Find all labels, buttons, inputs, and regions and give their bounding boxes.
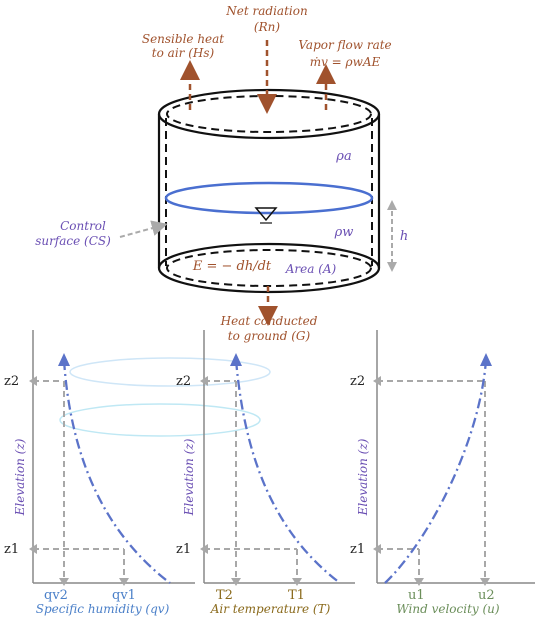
plot2-z1-tick: z1 (176, 542, 192, 557)
vapor-flow-label: Vapor flow rate (298, 38, 392, 52)
cs-pointer-arrow (119, 220, 168, 238)
area-label: Area (A) (285, 262, 337, 276)
rho-a-label: ρa (336, 149, 352, 164)
plot1-x-tick-right: qv1 (112, 588, 136, 603)
cylinder-top-outer (157, 88, 381, 140)
plot-air-temperature (200, 330, 355, 586)
faint-ellipse-1 (69, 357, 271, 387)
plot1-x-axis-label: Specific humidity (qv) (35, 602, 170, 616)
plot3-y-axis-label: Elevation (z) (356, 438, 370, 516)
plot1-y-axis-label: Elevation (z) (13, 438, 27, 516)
water-surface (164, 181, 374, 215)
plot3-x-tick-left: u1 (408, 588, 425, 603)
vapor-flow-equation: ṁv = ρwAE (309, 55, 381, 69)
sensible-heat-label-1: Sensible heat (141, 32, 225, 46)
plot3-x-axis-label: Wind velocity (u) (396, 602, 500, 616)
plot1-z2-tick: z2 (4, 374, 20, 389)
faint-ellipse-2 (59, 403, 261, 437)
plot2-y-axis-label: Elevation (z) (182, 438, 196, 516)
net-radiation-symbol: (Rn) (253, 20, 281, 34)
plot3-z1-tick: z1 (350, 542, 366, 557)
plot-specific-humidity (29, 330, 195, 586)
plot3-z2-tick: z2 (350, 374, 366, 389)
plot2-x-tick-right: T1 (288, 588, 305, 603)
h-label: h (399, 229, 409, 244)
plot3-x-tick-right: u2 (478, 588, 495, 603)
evaporation-equation: E = − dh/dt (192, 259, 272, 274)
net-radiation-label: Net radiation (226, 4, 308, 18)
ground-heat-label-1: Heat conducted (220, 314, 318, 328)
plot2-x-axis-label: Air temperature (T) (210, 602, 331, 616)
plot2-x-tick-left: T2 (216, 588, 233, 603)
sensible-heat-label-2: to air (Hs) (151, 46, 215, 60)
control-surface-label-2: surface (CS) (35, 234, 111, 248)
rho-w-label: ρw (334, 225, 354, 240)
plot2-z2-tick: z2 (176, 374, 192, 389)
plot-wind-velocity (373, 330, 535, 586)
plot1-z1-tick: z1 (4, 542, 20, 557)
water-level-triangle (254, 207, 278, 222)
control-surface-label-1: Control (60, 219, 106, 233)
plot1-x-tick-left: qv2 (44, 588, 68, 603)
ground-heat-label-2: to ground (G) (227, 329, 311, 343)
cylinder-top-cs (166, 95, 372, 133)
